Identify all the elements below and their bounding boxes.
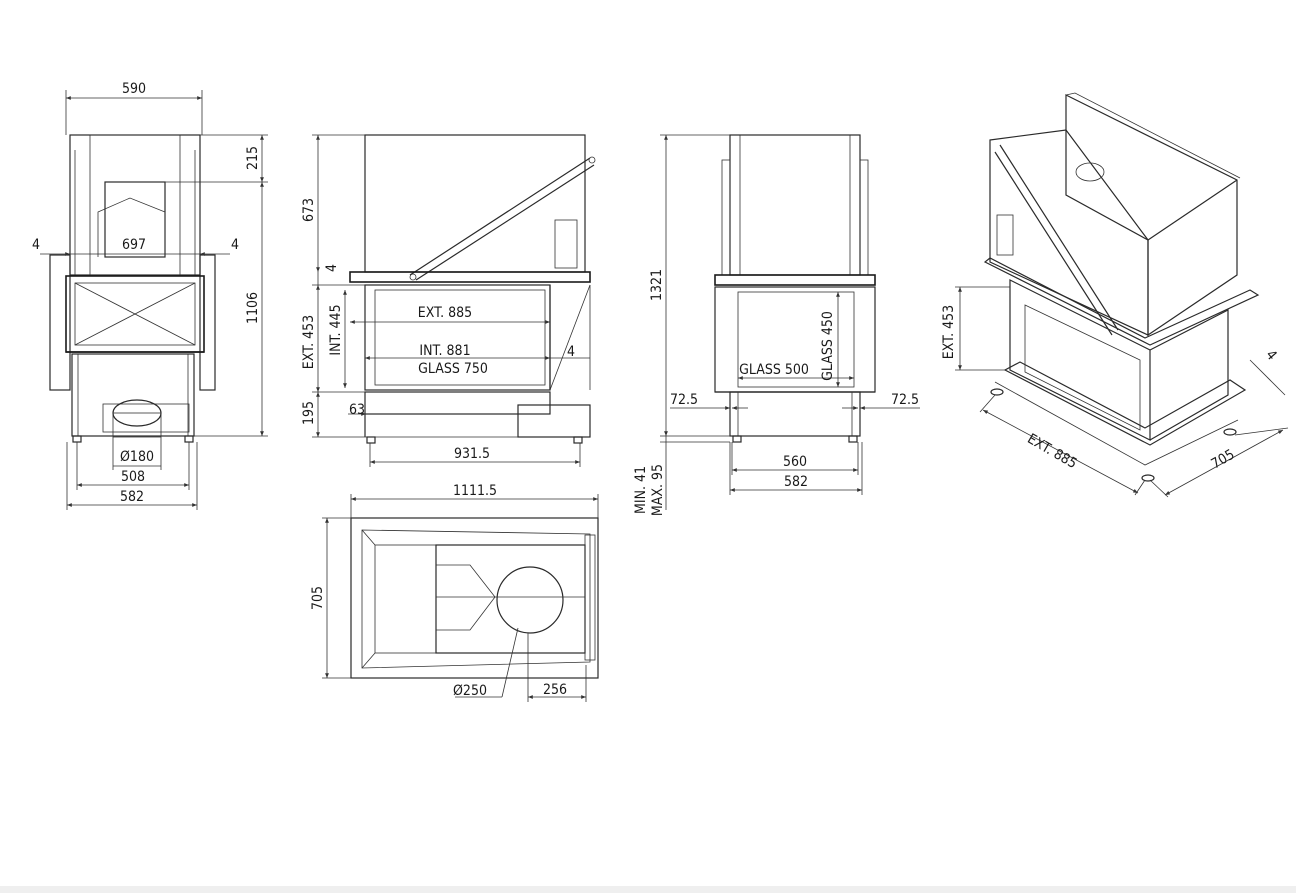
top-length-label: 1111.5 (453, 483, 497, 499)
side-right-gap-label: 4 (567, 344, 575, 360)
end-feet-max-label: MAX. 95 (650, 464, 666, 516)
end-left-offset-label: 72.5 (670, 392, 698, 408)
iso-ext-width-label: EXT. 885 (1024, 431, 1079, 472)
top-depth-label: 705 (310, 586, 326, 610)
side-view: 673 4 EXT. 453 INT. 445 195 63 EXT. 885 … (301, 134, 596, 467)
bottom-strip (0, 886, 1296, 893)
front-feet-width-label: 508 (121, 469, 145, 485)
front-total-height-label: 1106 (245, 292, 261, 324)
side-base-height-label: 195 (301, 401, 317, 425)
front-gap-left-label: 4 (32, 237, 40, 253)
top-flue-offset-label: 256 (543, 682, 567, 698)
front-glass-width-label: 697 (122, 237, 146, 253)
side-ext-width-label: EXT. 885 (418, 305, 472, 321)
end-total-height-label: 1321 (649, 269, 665, 301)
front-height-top-label: 215 (245, 146, 261, 170)
end-feet-min-label: MIN. 41 (633, 466, 649, 514)
side-int-width-label: INT. 881 (419, 343, 470, 359)
side-ext-height-label: EXT. 453 (301, 315, 317, 369)
front-flue-diameter-label: Ø180 (120, 449, 154, 465)
top-view: 1111.5 705 Ø250 256 (310, 483, 599, 702)
end-glass-height-label: GLASS 450 (820, 311, 836, 381)
front-base-width-label: 582 (120, 489, 144, 505)
end-outer-width-label: 582 (784, 474, 808, 490)
side-int-height-label: INT. 445 (328, 304, 344, 355)
end-right-offset-label: 72.5 (891, 392, 919, 408)
side-gap-label: 4 (324, 264, 340, 272)
side-depth-label: 931.5 (454, 446, 490, 462)
iso-gap-label: 4 (1262, 347, 1279, 363)
iso-ext-height-label: EXT. 453 (941, 305, 957, 359)
end-inner-width-label: 560 (783, 454, 807, 470)
side-glass-width-label: GLASS 750 (418, 361, 488, 377)
front-width-top-label: 590 (122, 81, 146, 97)
side-height-upper-label: 673 (301, 198, 317, 222)
side-offset-label: 63 (349, 402, 365, 418)
end-view: 1321 MIN. 41 MAX. 95 GLASS 500 GLASS 450… (633, 134, 920, 516)
front-view: 590 215 1106 697 4 4 Ø180 508 582 (32, 81, 268, 510)
top-flue-diameter-label: Ø250 (453, 683, 487, 699)
iso-view: EXT. 453 EXT. 885 705 4 (941, 92, 1289, 498)
end-glass-width-label: GLASS 500 (739, 362, 809, 378)
front-gap-right-label: 4 (231, 237, 239, 253)
